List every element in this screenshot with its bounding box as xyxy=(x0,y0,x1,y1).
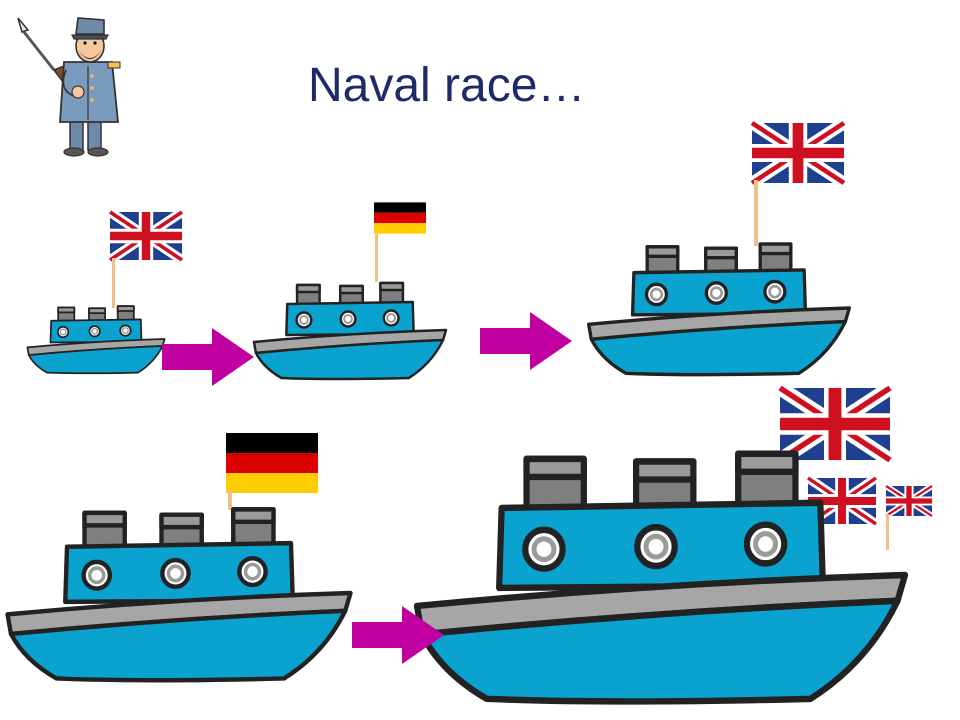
arrow-right-icon xyxy=(162,328,254,386)
flag-pole xyxy=(754,180,758,246)
slide-title: Naval race… xyxy=(308,59,586,112)
german-flag-icon xyxy=(374,202,426,234)
steamship-icon xyxy=(252,281,448,381)
union-jack-flag-icon xyxy=(752,123,844,183)
flag-pole xyxy=(375,234,378,282)
flag-pole xyxy=(112,258,115,308)
steamship-icon xyxy=(26,305,166,375)
arrow-right-icon xyxy=(352,606,444,664)
german-flag-icon xyxy=(226,433,318,493)
arrow-right-icon xyxy=(480,312,572,370)
cartoon-soldier-icon xyxy=(17,17,121,157)
flag-pole xyxy=(228,490,232,510)
union-jack-flag-icon xyxy=(110,212,182,260)
steamship-icon xyxy=(4,504,354,682)
steamship-icon xyxy=(412,446,910,704)
flag-pole xyxy=(886,514,889,550)
steamship-icon xyxy=(586,242,852,377)
